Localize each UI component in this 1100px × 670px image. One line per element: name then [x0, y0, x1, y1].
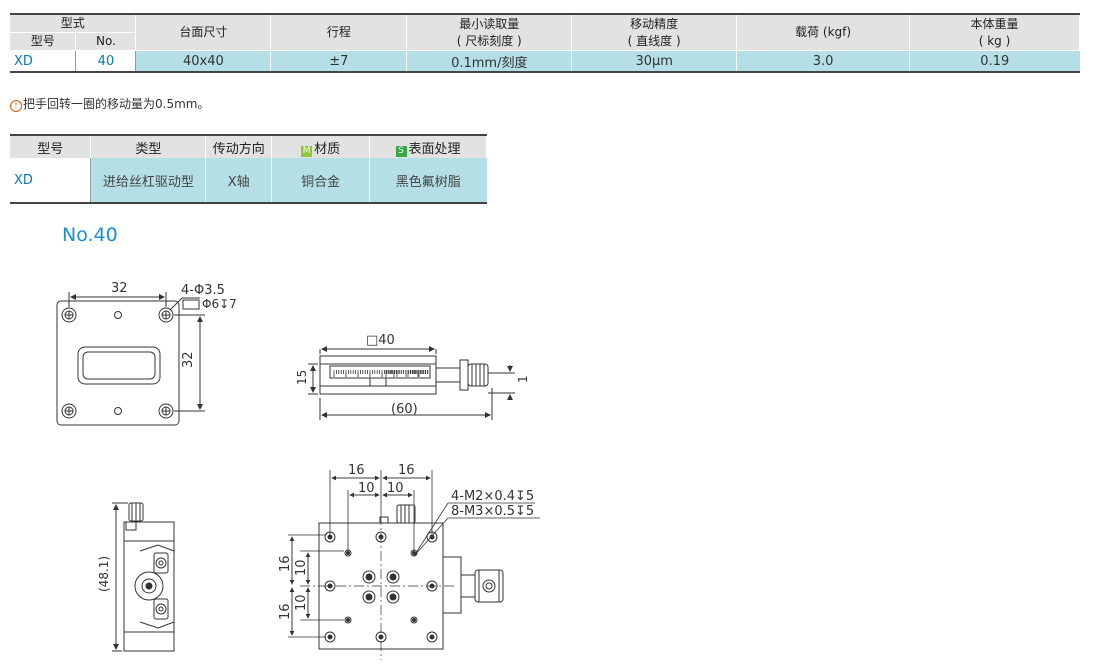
handle-note: !把手回转一圈的移动量为0.5mm。 — [10, 95, 209, 112]
mounting-hole — [362, 590, 376, 604]
type-header-type: 类型 — [90, 135, 207, 158]
spec-subheader-no: No. — [75, 32, 137, 51]
mounting-hole — [386, 570, 400, 584]
side-small-label: 1 — [516, 375, 530, 383]
mounting-hole-center — [327, 634, 333, 640]
mounting-hole-center — [429, 634, 435, 640]
spec-cell-model: XD — [10, 50, 77, 72]
mounting-hole — [362, 570, 376, 584]
type-header-direction: 传动方向 — [205, 135, 273, 158]
top-height-label: 32 — [181, 351, 196, 368]
type-header-model: 型号 — [10, 135, 92, 158]
plan-10a-label: 10 — [358, 481, 375, 496]
mounting-hole-center — [346, 618, 350, 622]
spec-group-header: 型式 — [10, 14, 137, 33]
mounting-hole — [410, 616, 418, 624]
type-cell-direction: X轴 — [205, 158, 273, 203]
plan-view-dimensions — [288, 470, 540, 638]
note-icon: ! — [10, 100, 22, 112]
plan-spec-1-label: 4-M2×0.4↧5 — [451, 489, 534, 504]
top-width-label: 32 — [111, 281, 128, 296]
type-row: XD 进给丝杠驱动型 X轴 铜合金 黑色氟树脂 — [10, 158, 487, 203]
side-view-drawing — [308, 346, 515, 420]
side-view-scale-ticks — [333, 370, 429, 377]
spec-row: XD 40 40x40 ±7 0.1mm/刻度 30μm 3.0 0.19 — [10, 50, 1080, 72]
mounting-hole — [386, 590, 400, 604]
spec-header-load: 载荷 (kgf) — [736, 14, 911, 51]
plan-v10b-label: 10 — [294, 594, 309, 611]
spec-header-table-size: 台面尺寸 — [135, 14, 272, 51]
side-height-label: 15 — [295, 370, 309, 385]
model-title: No.40 — [62, 224, 118, 246]
mounting-hole — [324, 580, 336, 592]
material-tag-icon: M — [301, 145, 313, 157]
front-height-label: (48.1) — [97, 556, 111, 592]
plan-v10a-label: 10 — [294, 559, 309, 576]
mounting-hole — [375, 631, 387, 643]
mounting-hole — [426, 631, 438, 643]
note-text: 把手回转一圈的移动量为0.5mm。 — [23, 97, 210, 111]
mounting-hole-center — [327, 583, 333, 589]
plan-v16a-label: 16 — [278, 555, 293, 572]
spec-cell-min-reading: 0.1mm/刻度 — [406, 50, 573, 72]
mounting-hole-center — [365, 573, 373, 581]
spec-cell-load: 3.0 — [736, 50, 911, 72]
spec-cell-weight: 0.19 — [909, 50, 1080, 72]
spec-cell-accuracy: 30μm — [571, 50, 738, 72]
plan-v16b-label: 16 — [278, 603, 293, 620]
spec-subheader-model: 型号 — [10, 32, 77, 51]
plan-spec-2-label: 8-M3×0.5↧5 — [451, 504, 534, 519]
spec-cell-stroke: ±7 — [270, 50, 408, 72]
front-view-drawing — [112, 502, 175, 652]
top-view-drawing — [56, 292, 205, 426]
type-cell-type: 进给丝杠驱动型 — [90, 158, 207, 203]
spec-header-stroke: 行程 — [270, 14, 408, 51]
surface-tag-icon: S — [395, 145, 407, 157]
side-square-label: □40 — [366, 333, 395, 348]
plan-view-drawing — [300, 504, 504, 660]
spec-cell-table-size: 40x40 — [135, 50, 272, 72]
spec-header-min-reading: 最小读取量( 尺标刻度 ) — [406, 14, 573, 51]
hole-spec-1-label: 4-Φ3.5 — [181, 283, 225, 298]
spec-header-weight: 本体重量( kg ) — [909, 14, 1080, 51]
mounting-hole-center — [389, 573, 397, 581]
plan-10b-label: 10 — [387, 481, 404, 496]
mounting-hole — [375, 531, 387, 543]
spec-header-accuracy: 移动精度( 直线度 ) — [571, 14, 738, 51]
plan-16b-label: 16 — [398, 463, 415, 478]
mounting-hole-center — [429, 583, 435, 589]
mounting-hole — [344, 616, 352, 624]
mounting-hole — [426, 580, 438, 592]
mounting-hole-center — [378, 534, 384, 540]
type-cell-model: XD — [10, 158, 92, 203]
hole-spec-2-label: Φ6↧7 — [202, 297, 237, 311]
mounting-hole-center — [365, 593, 373, 601]
mounting-hole-center — [378, 634, 384, 640]
mounting-hole-center — [327, 534, 333, 540]
spec-cell-no: 40 — [75, 50, 137, 72]
type-cell-surface: 黑色氟树脂 — [369, 158, 487, 203]
side-length-label: (60) — [391, 402, 418, 417]
type-cell-material: 铜合金 — [271, 158, 371, 203]
mounting-hole-center — [412, 618, 416, 622]
plan-16a-label: 16 — [348, 463, 365, 478]
mounting-hole-center — [389, 593, 397, 601]
spec-table: 型式 台面尺寸 行程 最小读取量( 尺标刻度 ) 移动精度( 直线度 ) 载荷 … — [10, 13, 1080, 73]
